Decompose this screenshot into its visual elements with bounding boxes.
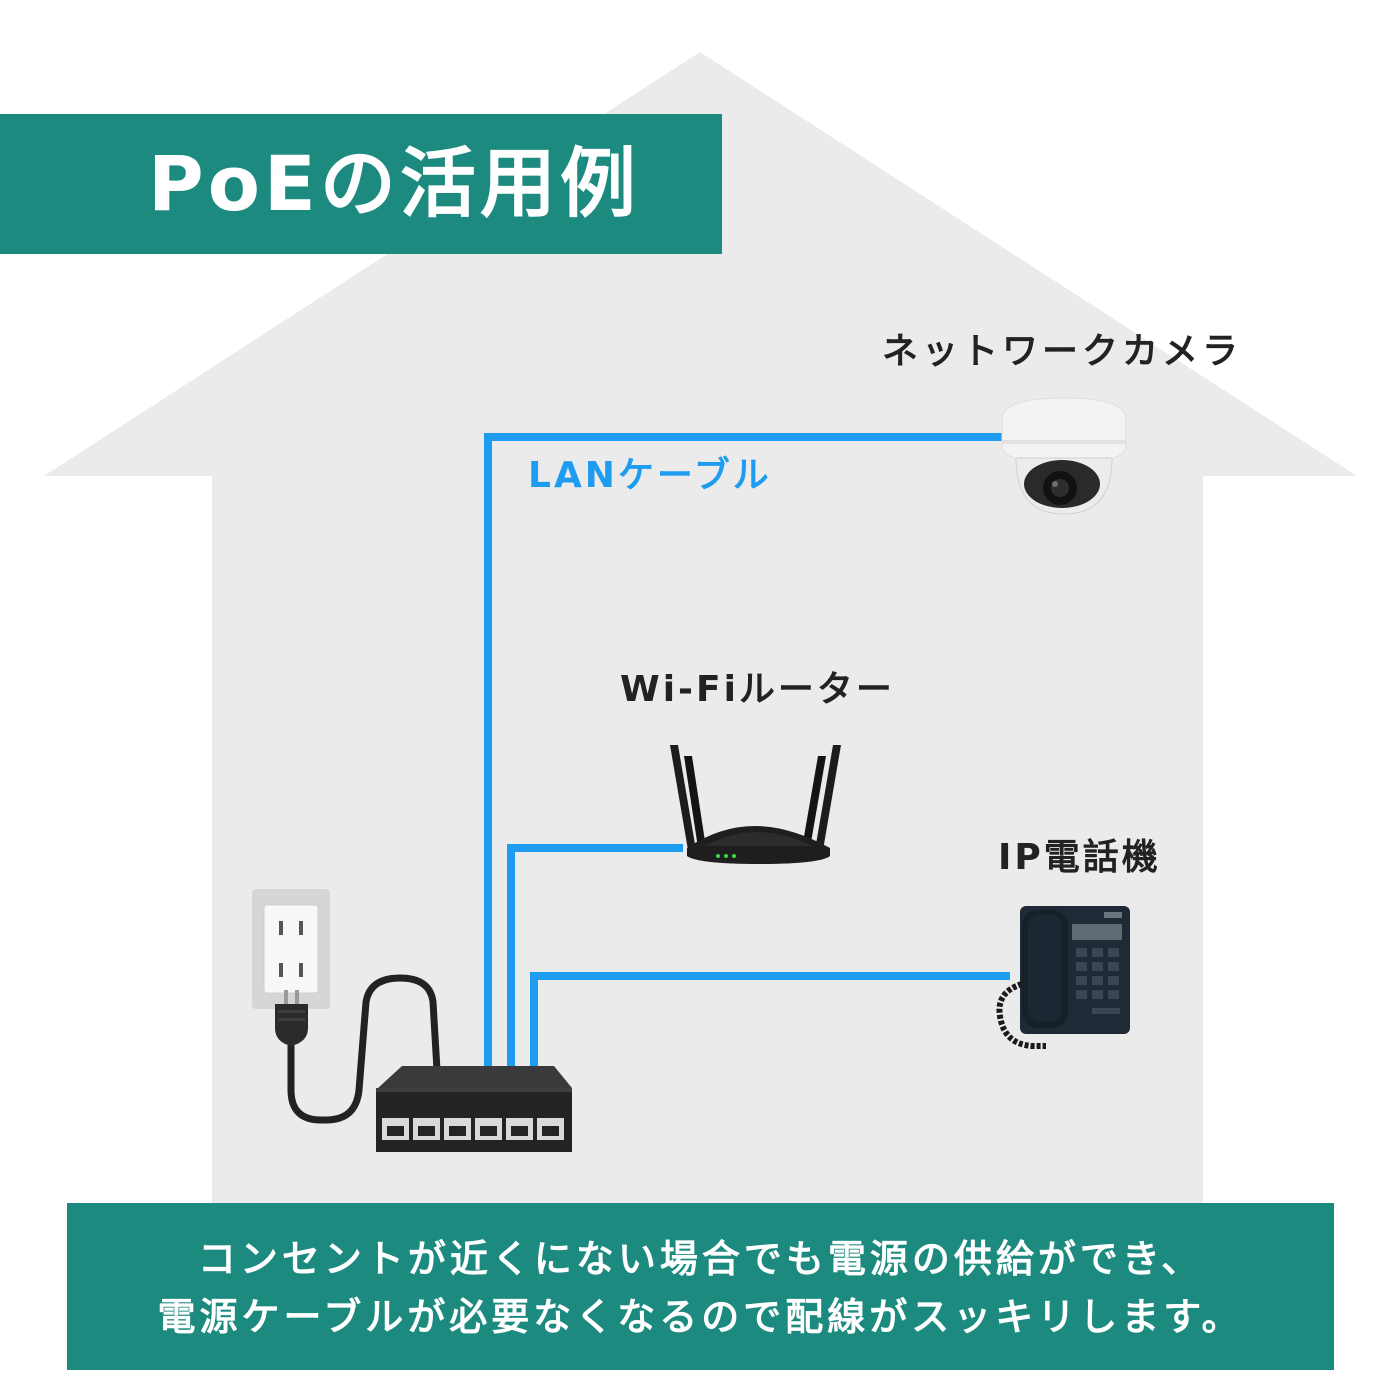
lan-cables xyxy=(484,433,1010,1070)
title-banner xyxy=(0,114,722,254)
page-title: PoEの活用例 xyxy=(148,139,640,228)
footer-text-line-1: コンセントが近くにない場合でも電源の供給ができ、 xyxy=(197,1237,1204,1281)
network-camera-label: ネットワークカメラ xyxy=(882,331,1243,372)
lan-cable-phone xyxy=(530,972,1010,1070)
power-plug-icon xyxy=(275,974,441,1124)
wall-outlet-icon xyxy=(252,889,330,1009)
ip-phone-label: IP電話機 xyxy=(998,837,1161,878)
wifi-router-icon xyxy=(670,745,841,864)
network-camera-icon xyxy=(1001,397,1127,515)
wifi-router-label: Wi-Fiルーター xyxy=(620,669,895,710)
footer-text-line-2: 電源ケーブルが必要なくなるので配線がスッキリします。 xyxy=(157,1295,1244,1339)
lan-cable-router xyxy=(507,844,683,1070)
lan-cable-label: LANケーブル xyxy=(528,455,772,496)
ip-phone-icon xyxy=(996,906,1130,1049)
poe-switch-icon xyxy=(376,1066,572,1152)
footer-banner xyxy=(67,1203,1334,1370)
lan-cable-camera xyxy=(484,433,1005,1070)
